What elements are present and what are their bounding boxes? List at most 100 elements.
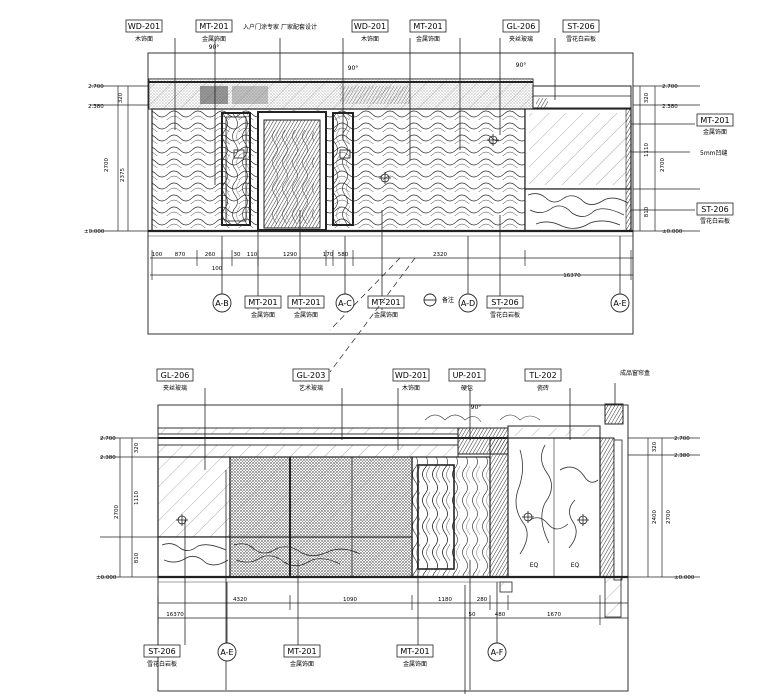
section-mark-label: 备注 [442,296,454,304]
tag-desc: 木饰面 [402,384,420,392]
upper-section-mark: 备注 [423,293,454,307]
dim-label: 30 [234,252,241,258]
dim-label: 810 [644,206,650,217]
dim-label: 320 [134,442,140,453]
axis-bubble [212,293,232,313]
tag-code: WD-201 [354,22,386,31]
level-label: ±0.000 [662,229,683,235]
tag-code: MT-201 [371,298,400,307]
dim-label: 320 [652,441,658,452]
axis-bubble [487,642,507,662]
dim-label: 1110 [134,491,140,505]
axis-bubble [335,293,355,313]
level-label: ±0.000 [674,575,695,581]
dim-label: 110 [247,252,258,258]
note-label: 成品窗帘盒 [620,369,650,377]
level-label: ±0.000 [96,575,117,581]
tag-code: GL-203 [297,371,326,380]
dim-label: 280 [477,597,488,603]
dim-label: 16370 [166,612,184,618]
tag-desc: 金属饰面 [416,35,440,43]
dim-label: 260 [205,252,216,258]
tag-code: MT-201 [291,298,320,307]
upper-ceiling-right [532,85,632,109]
angle-label: 90° [209,44,220,51]
tag-desc: 金属饰面 [374,311,398,319]
dim-label: 2700 [114,505,120,519]
lower-elevation: GL-206 夹丝玻璃 GL-203 艺术玻璃 WD-201 木饰面 UP-20… [96,257,700,694]
axis-label: A-F [491,648,504,657]
tag-code: WD-201 [395,371,427,380]
level-label: 2.380 [88,104,104,110]
tag-code: MT-201 [287,647,316,656]
dim-label: 100 [212,266,223,272]
level-label: 2.700 [662,84,678,90]
level-label: 2.700 [674,436,690,442]
eq-label: EQ [530,562,539,569]
upper-bottom-dims: 100 870 260 30 110 1290 170 580 2320 163… [152,252,581,279]
dim-label: 1110 [644,143,650,157]
level-label: 2.380 [674,453,690,459]
dim-label: 480 [495,612,506,618]
dim-label: 1180 [438,597,452,603]
dim-label: 2700 [104,158,110,172]
dim-label: 2700 [660,158,666,172]
tag-code: ST-206 [148,647,175,656]
tag-desc: 雪花白岩板 [566,35,596,43]
dim-label: 2700 [666,510,672,524]
dim-label: 320 [644,92,650,103]
level-label: 2.380 [100,455,116,461]
dim-label: 50 [469,612,476,618]
upper-left-door [221,112,251,226]
angle-label: 90° [516,62,527,69]
dim-label: 170 [323,252,334,258]
tag-desc: 雪花白岩板 [490,311,520,319]
upper-bottom-tags: MT-201 金属饰面 MT-201 金属饰面 MT-201 金属饰面 ST-2… [244,295,524,319]
tag-desc: 瓷砖 [537,384,549,392]
tag-code: MT-201 [199,22,228,31]
tag-desc: 金属饰面 [290,660,314,668]
axis-bubble [610,293,630,313]
dim-label: 580 [338,252,349,258]
note-label: 5mm凹缝 [700,149,728,157]
lower-glass-panel [157,456,231,538]
lower-stone-panel [157,536,231,578]
tag-code: TL-202 [528,371,556,380]
upper-stone-panel [524,188,632,232]
lower-left-dims: 2.700 2.380 ±0.000 320 1110 2700 810 [96,436,140,581]
tag-desc: 木饰面 [135,35,153,43]
dim-label: 100 [152,252,163,258]
tag-code: GL-206 [161,371,190,380]
dim-label: 1670 [547,612,561,618]
dim-label: 4320 [233,597,247,603]
tag-code: ST-206 [491,298,518,307]
tag-desc: 金属饰面 [403,660,427,668]
axis-label: A-E [613,299,626,308]
tag-code: MT-201 [248,298,277,307]
upper-frame [147,52,634,335]
dim-label: 16370 [563,273,581,279]
lower-bottom-dims: 4320 1090 1180 280 50 480 1670 16370 [166,597,561,618]
tag-code: ST-206 [567,22,594,31]
tag-code: WD-201 [128,22,160,31]
tag-code: UP-201 [453,371,482,380]
upper-axis-bubbles: A-B A-C A-D A-E [212,293,630,313]
dim-label: 810 [134,552,140,563]
level-label: 2.700 [100,436,116,442]
dim-label: 320 [118,92,124,103]
angle-label: 90° [471,404,482,411]
tag-desc: 夹丝玻璃 [163,384,187,392]
axis-label: A-E [220,648,233,657]
tag-desc: 夹丝玻璃 [509,35,533,43]
tag-desc: 艺术玻璃 [299,384,323,392]
axis-label: A-C [338,299,352,308]
tag-desc: 金属饰面 [202,35,226,43]
upper-right-dims: 2.700 2.380 ±0.000 320 2700 1110 810 [644,84,683,235]
eq-label: EQ [571,562,580,569]
tag-code: MT-201 [413,22,442,31]
dim-label: 2375 [120,168,126,182]
axis-bubble [458,293,478,313]
tag-desc: 金属饰面 [294,311,318,319]
